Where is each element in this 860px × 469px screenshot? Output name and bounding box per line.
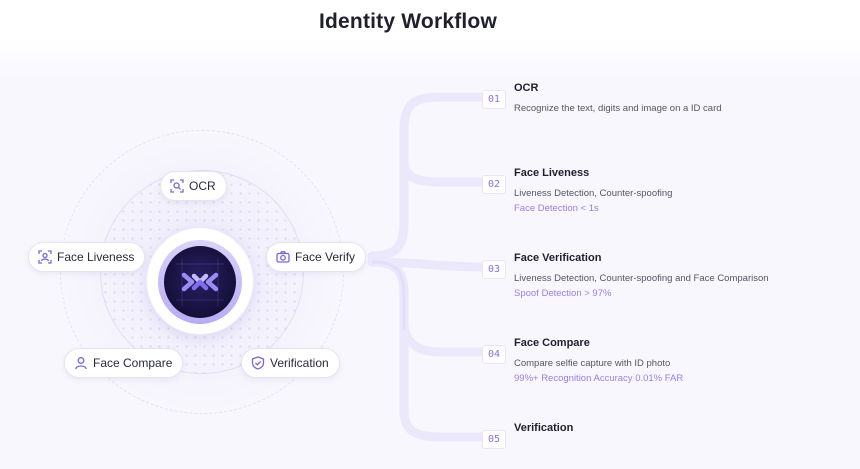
step-number: 03 bbox=[482, 260, 506, 279]
camera-icon bbox=[276, 250, 290, 264]
orbit-diagram: OCR Face Liveness Face Verify bbox=[0, 0, 420, 469]
node-face-liveness[interactable]: Face Liveness bbox=[28, 242, 146, 272]
step-title: Face Verification bbox=[514, 252, 602, 264]
step-number: 01 bbox=[482, 90, 506, 109]
step-description: Liveness Detection, Counter-spoofing and… bbox=[514, 273, 769, 284]
step-number: 05 bbox=[482, 430, 506, 449]
node-label: Face Compare bbox=[93, 356, 173, 370]
step-title: OCR bbox=[514, 82, 539, 94]
page-title: Identity Workflow bbox=[318, 10, 497, 33]
user-icon bbox=[74, 356, 88, 370]
node-label: Verification bbox=[270, 356, 329, 370]
face-scan-icon bbox=[38, 250, 52, 264]
node-face-compare[interactable]: Face Compare bbox=[64, 348, 184, 378]
step-metric: Face Detection < 1s bbox=[514, 203, 599, 214]
step-title: Verification bbox=[514, 422, 574, 434]
node-label: Face Verify bbox=[295, 250, 356, 264]
node-label: OCR bbox=[189, 179, 216, 193]
shield-check-icon bbox=[251, 356, 265, 370]
step-number: 04 bbox=[482, 345, 506, 364]
node-label: Face Liveness bbox=[57, 250, 135, 264]
step-description: Recognize the text, digits and image on … bbox=[514, 103, 722, 114]
step-number: 02 bbox=[482, 175, 506, 194]
step-title: Face Liveness bbox=[514, 167, 590, 179]
step-description: Liveness Detection, Counter-spoofing bbox=[514, 188, 673, 199]
step-metric: Spoof Detection > 97% bbox=[514, 288, 612, 299]
node-ocr[interactable]: OCR bbox=[160, 171, 227, 201]
node-verification[interactable]: Verification bbox=[241, 348, 340, 378]
step-description: Compare selfie capture with ID photo bbox=[514, 358, 671, 369]
orbit-outer-ring bbox=[60, 130, 344, 414]
step-metric: 99%+ Recognition Accuracy 0.01% FAR bbox=[514, 373, 684, 384]
node-face-verify[interactable]: Face Verify bbox=[266, 242, 367, 272]
xdiv-logo-icon bbox=[164, 246, 236, 318]
scan-search-icon bbox=[170, 179, 184, 193]
step-title: Face Compare bbox=[514, 337, 590, 349]
